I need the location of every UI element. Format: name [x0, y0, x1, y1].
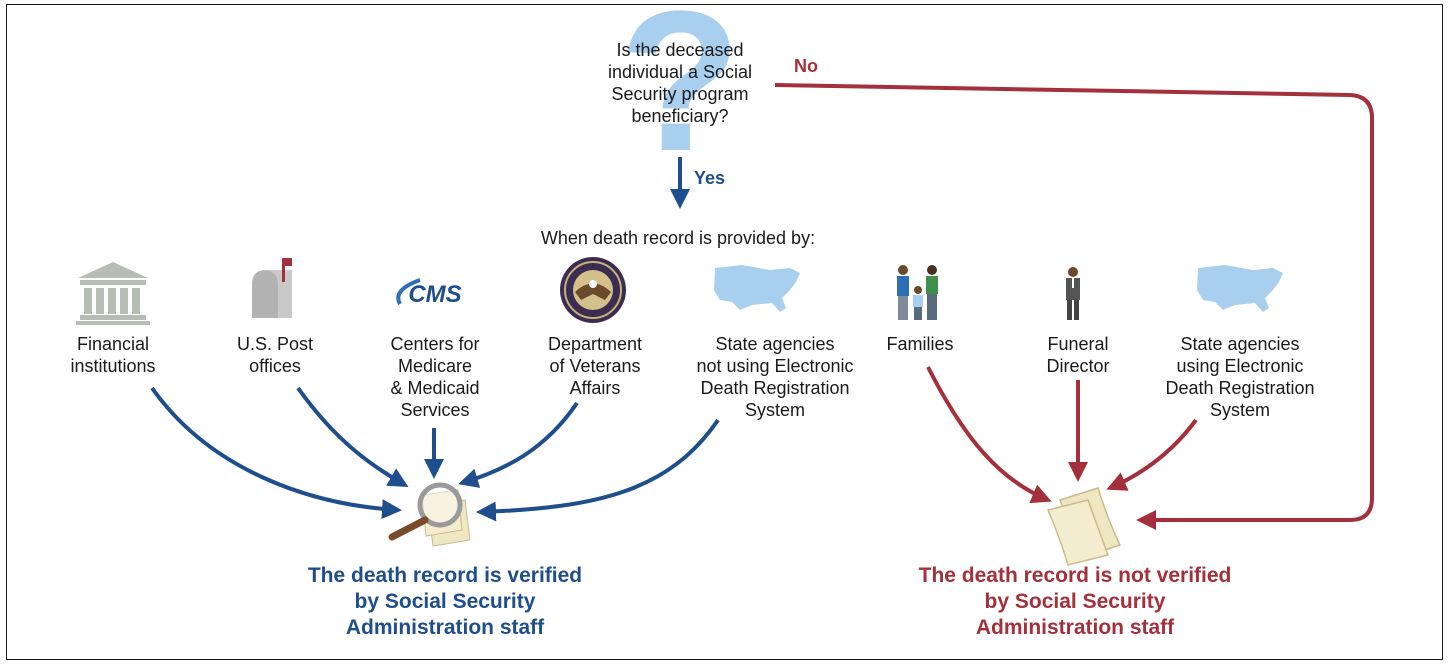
magnifier-document-icon	[388, 482, 471, 547]
bank-icon	[76, 262, 150, 325]
yes-label: Yes	[694, 168, 726, 188]
us-map-icon	[714, 265, 800, 312]
funeral-director-icon	[1066, 267, 1080, 320]
source-families: Families	[886, 334, 954, 354]
us-map-icon	[1197, 265, 1283, 312]
no-arrow	[774, 83, 1374, 530]
provided-by-text: When death record is provided by:	[540, 228, 816, 248]
question-text: Is the deceased individual a Social Secu…	[607, 40, 753, 126]
family-icon	[897, 265, 938, 320]
arrow-financial	[150, 386, 402, 520]
arrow-va	[458, 401, 579, 488]
source-state-non-edrs: State agencies not using Electronic Deat…	[696, 334, 854, 420]
source-cms: Centers for Medicare & Medicaid Services	[390, 334, 480, 420]
verified-outcome: The death record is verified by Social S…	[307, 564, 583, 639]
diagram-frame	[6, 4, 1443, 660]
source-financial: Financial institutions	[70, 334, 156, 376]
not-verified-outcome: The death record is not verified by Soci…	[918, 564, 1232, 639]
source-state-edrs: State agencies using Electronic Death Re…	[1165, 334, 1315, 420]
va-seal-icon	[560, 257, 626, 323]
document-icon	[1046, 487, 1122, 566]
source-funeral-director: Funeral Director	[1046, 334, 1110, 376]
source-va: Department of Veterans Affairs	[547, 334, 643, 398]
no-label: No	[794, 56, 818, 76]
mailbox-icon	[252, 258, 292, 318]
source-post-offices: U.S. Post offices	[236, 334, 314, 376]
arrow-state-non-edrs	[476, 418, 720, 522]
svg-text:CMS: CMS	[408, 281, 461, 308]
cms-logo: CMS	[396, 278, 462, 308]
arrow-post	[296, 386, 409, 487]
arrow-families	[926, 366, 1052, 504]
arrow-state-edrs	[1106, 418, 1198, 491]
